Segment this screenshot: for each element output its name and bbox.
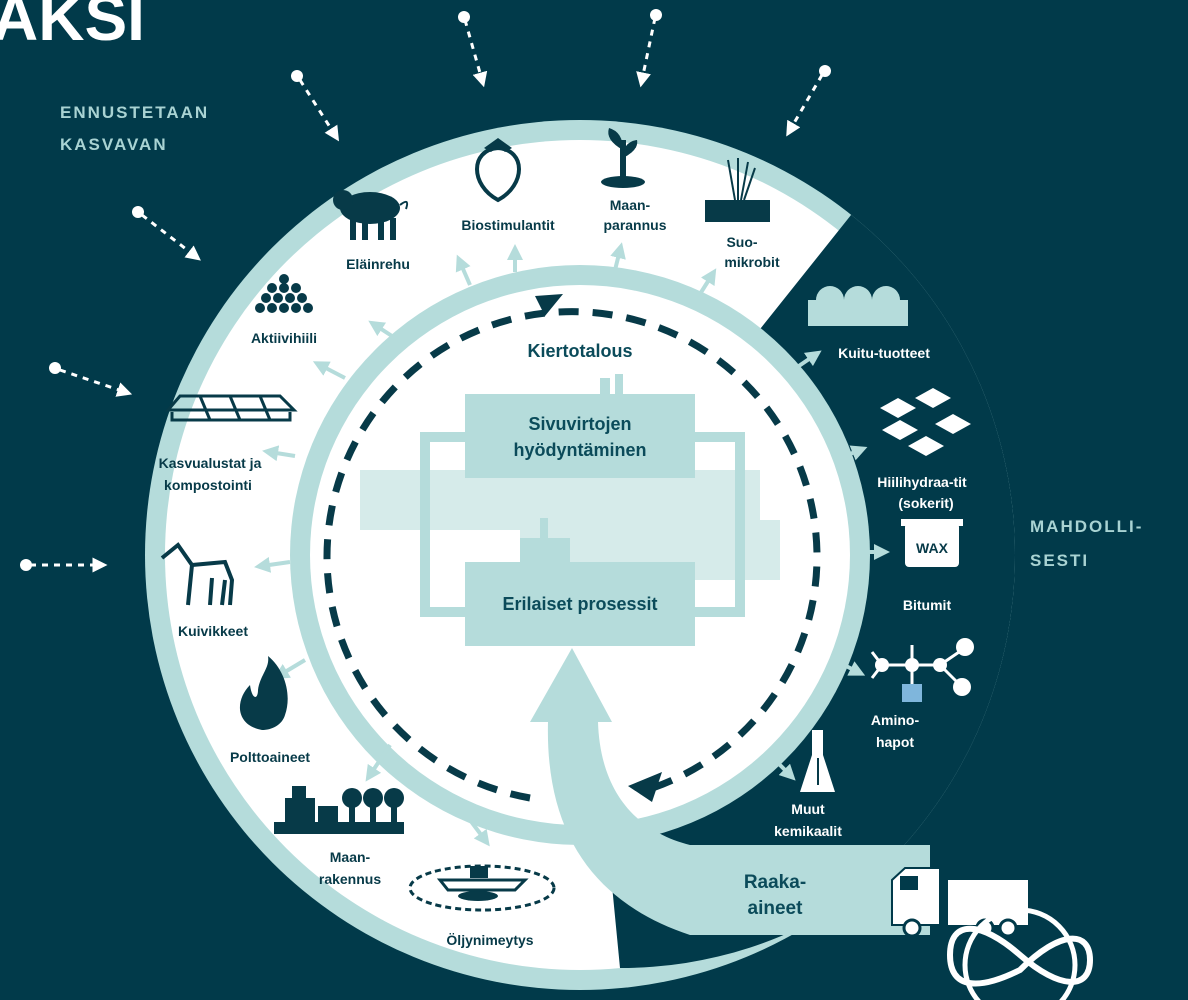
label-kasvualustat-1: Kasvualustat ja <box>159 455 262 471</box>
horse-icon <box>160 542 235 606</box>
label-aminohapot-2: hapot <box>876 734 914 750</box>
label-kasvualustat-2: kompostointi <box>164 477 252 493</box>
title-fragment: AKSI <box>0 0 145 54</box>
sprout-icon <box>601 128 645 188</box>
fire-icon <box>239 656 288 730</box>
left-side-label-2: KASVAVAN <box>60 135 168 154</box>
label-kuitu: Kuitu-tuotteet <box>838 345 930 361</box>
egg-tray-icon <box>808 286 908 326</box>
label-kuivikkeet: Kuivikkeet <box>178 623 248 639</box>
process-pipes <box>420 432 745 617</box>
inflow-dots <box>20 9 831 571</box>
right-side-label-1: MAHDOLLI- <box>1030 517 1143 536</box>
label-aktiivihiili: Aktiivihiili <box>251 330 317 346</box>
raw-line1: Raaka- <box>744 872 806 893</box>
outflow-arrows <box>254 242 890 847</box>
label-muut-2: kemikaalit <box>774 823 842 839</box>
flask-icon <box>800 730 835 792</box>
amino-acid-icon <box>870 638 974 702</box>
soil-microbe-icon <box>705 158 770 222</box>
box1-line2: hyödyntäminen <box>513 440 646 460</box>
label-elainrehu: Eläinrehu <box>346 256 410 272</box>
construction-icon <box>274 786 404 834</box>
process-box-prosessit <box>465 562 695 646</box>
label-maanrakennus-1: Maan- <box>330 849 371 865</box>
right-side-label-2: SESTI <box>1030 551 1089 570</box>
left-side-label-1: ENNUSTETAAN <box>60 103 209 122</box>
label-muut-1: Muut <box>791 801 825 817</box>
wax-label: WAX <box>916 540 949 556</box>
oil-spill-icon <box>408 864 556 912</box>
label-maanparannus-2: parannus <box>603 217 666 233</box>
process-box-sivuvirrat <box>465 394 695 478</box>
strawberry-icon <box>475 138 521 203</box>
truck-icon <box>891 867 1028 938</box>
label-hiilihydraatit-2: (sokerit) <box>898 495 953 511</box>
box1-line1: Sivuvirtojen <box>528 414 631 434</box>
label-suomikrobit-1: Suo- <box>726 234 757 250</box>
cycle-dashes <box>323 308 821 802</box>
label-oljynimeytys: Öljynimeytys <box>446 932 533 948</box>
label-hiilihydraatit-1: Hiilihydraa-tit <box>877 474 967 490</box>
raw-line2: aineet <box>748 898 804 919</box>
label-polttoaineet: Polttoaineet <box>230 749 310 765</box>
label-biostimulantit: Biostimulantit <box>461 217 555 233</box>
chimneys <box>520 374 623 566</box>
label-maanparannus-1: Maan- <box>610 197 651 213</box>
inflow-arrows <box>30 17 824 573</box>
wax-jar-icon: WAX <box>901 519 963 567</box>
label-maanrakennus-2: rakennus <box>319 871 381 887</box>
sugar-cubes-icon <box>880 388 971 456</box>
pig-icon <box>333 190 409 240</box>
cycle-label: Kiertotalous <box>527 341 632 361</box>
cycle-arrowhead-bottom <box>628 772 662 802</box>
greenhouse-icon <box>164 394 298 422</box>
cycle-arrowhead-top <box>535 294 563 316</box>
box2-text: Erilaiset prosessit <box>502 594 657 614</box>
label-bitumit: Bitumit <box>903 597 952 613</box>
carbon-pile-icon <box>255 274 313 313</box>
infinity-logo <box>946 907 1094 1000</box>
label-suomikrobit-2: mikrobit <box>724 254 780 270</box>
raw-material-arrow <box>530 648 930 935</box>
label-aminohapot-1: Amino- <box>871 712 920 728</box>
